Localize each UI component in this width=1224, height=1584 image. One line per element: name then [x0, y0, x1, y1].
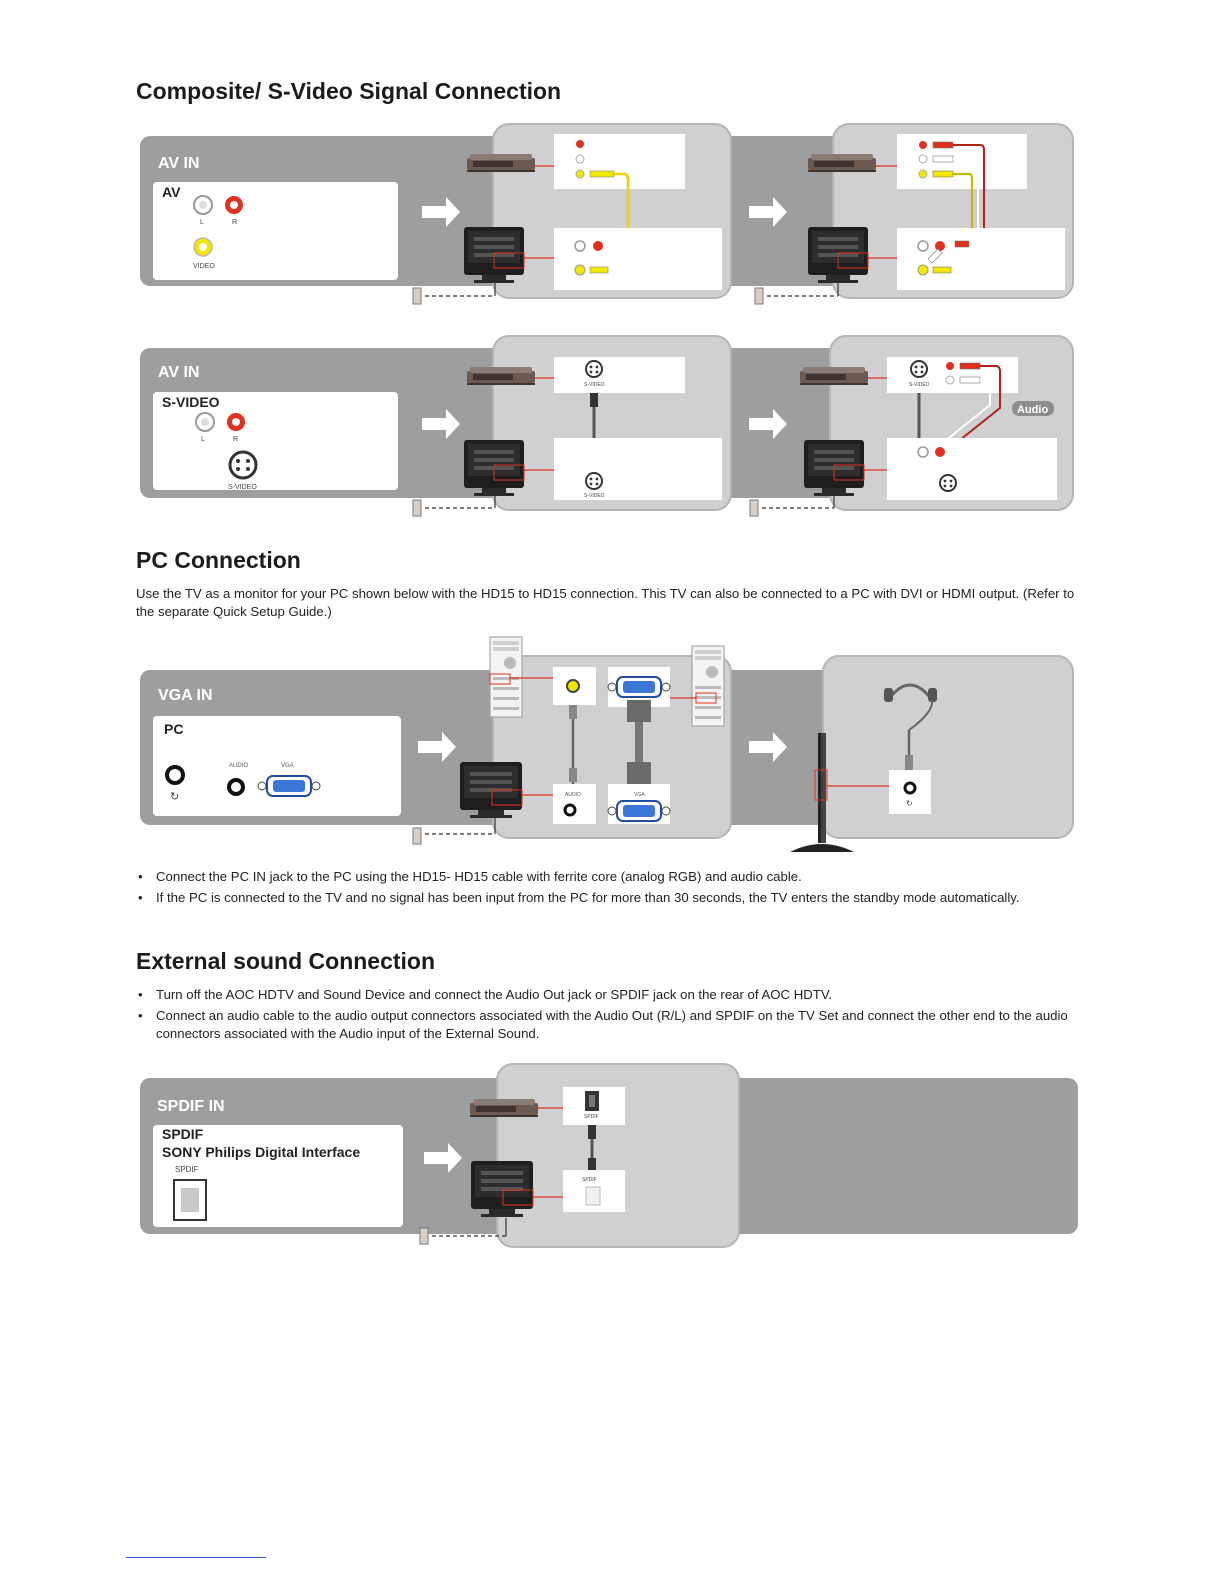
svideo-left-label: L [201, 436, 205, 443]
av-panel-title: AV IN [158, 155, 199, 172]
spdif-box-subtitle: SONY Philips Digital Interface [162, 1144, 360, 1160]
svg-text:SPDIF: SPDIF [584, 1114, 599, 1120]
svideo-panel-title: AV IN [158, 364, 199, 381]
external-bullet-2: Connect an audio cable to the audio outp… [136, 1007, 1081, 1043]
av-left-label: L [200, 219, 204, 226]
spdif-jack-label: SPDIF [175, 1165, 199, 1174]
diagram-av-composite: AV IN AV L R VIDEO [140, 123, 1074, 305]
diagram-vga: VGA IN PC AUDIO VGA ↻ AUDIO VGA [140, 636, 1074, 852]
vga-box-title: PC [164, 721, 183, 737]
svg-text:VGA: VGA [634, 792, 645, 798]
external-bullet-1: Turn off the AOC HDTV and Sound Device a… [136, 986, 1081, 1004]
section-title-pc: PC Connection [136, 547, 301, 573]
svideo-right-label: R [233, 436, 238, 443]
svg-text:S-VIDEO: S-VIDEO [909, 382, 930, 388]
svg-text:SPDIF: SPDIF [582, 1177, 597, 1183]
av-video-label: VIDEO [193, 263, 215, 270]
svg-text:AUDIO: AUDIO [565, 792, 581, 798]
diagram-spdif: SPDIF IN SPDIF SONY Philips Digital Inte… [140, 1063, 1078, 1248]
av-right-label: R [232, 219, 237, 226]
vga-vga-label: VGA [281, 763, 294, 769]
vga-audio-label: AUDIO [229, 763, 248, 769]
svg-text:S-VIDEO: S-VIDEO [584, 493, 605, 499]
spdif-panel-title: SPDIF IN [157, 1098, 225, 1115]
pc-intro: Use the TV as a monitor for your PC show… [136, 586, 1075, 619]
external-bullets: Turn off the AOC HDTV and Sound Device a… [136, 986, 1081, 1046]
svideo-box-title: S-VIDEO [162, 394, 220, 410]
footer-rule [126, 1557, 266, 1558]
diagram-svideo: AV IN S-VIDEO L R S-VIDEO S-VIDEO S-VIDE… [140, 335, 1074, 517]
spdif-box-title: SPDIF [162, 1126, 204, 1142]
pc-bullet-2: If the PC is connected to the TV and no … [136, 889, 1081, 907]
svideo-audio-tag: Audio [1017, 404, 1048, 416]
vga-panel-title: VGA IN [158, 687, 213, 704]
svideo-jack-label: S-VIDEO [228, 484, 257, 491]
svg-text:↻: ↻ [170, 791, 179, 803]
svg-text:S-VIDEO: S-VIDEO [584, 382, 605, 388]
av-box-title: AV [162, 184, 181, 200]
pc-bullet-1: Connect the PC IN jack to the PC using t… [136, 868, 1081, 886]
pc-bullets: Connect the PC IN jack to the PC using t… [136, 868, 1081, 910]
section-title-composite: Composite/ S-Video Signal Connection [136, 78, 562, 104]
section-title-external: External sound Connection [136, 948, 436, 974]
svg-text:↻: ↻ [906, 799, 913, 808]
